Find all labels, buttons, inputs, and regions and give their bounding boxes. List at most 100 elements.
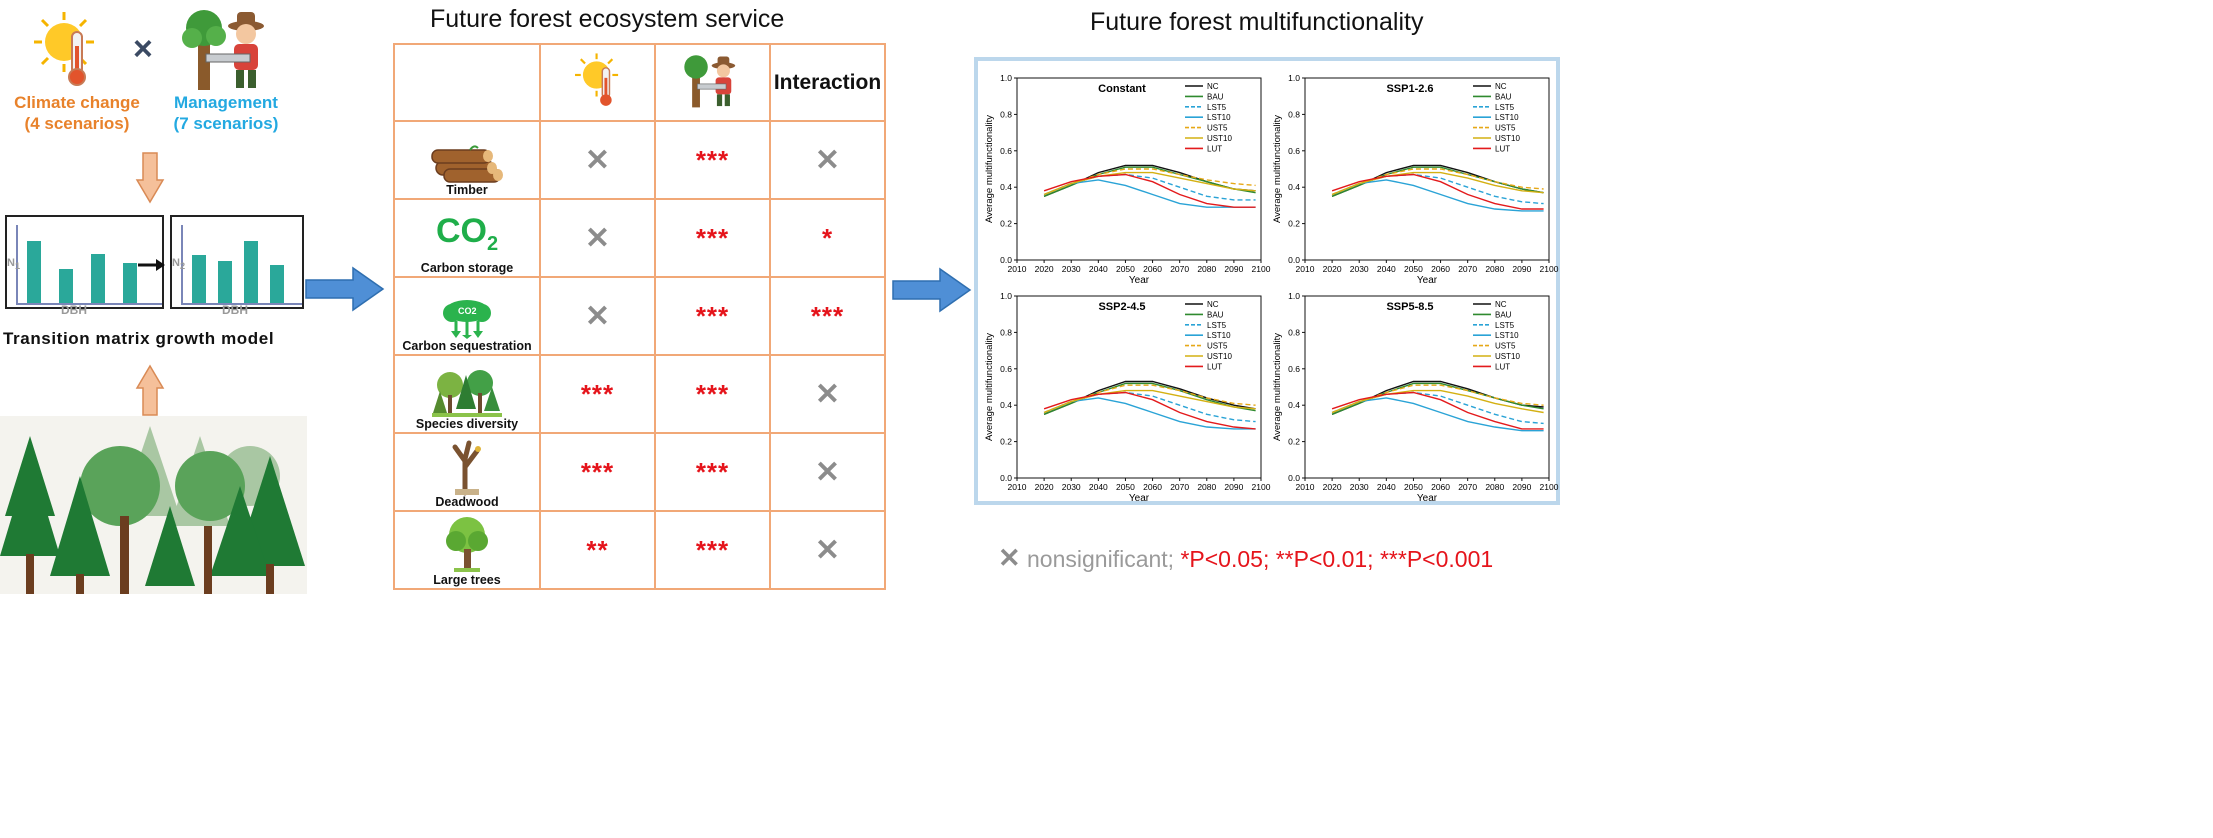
x-tick-label: 2090: [1224, 482, 1243, 492]
y-axis-label: Average multifunctionality: [1272, 333, 1283, 441]
carbon-sequestration-cloud-icon: CO2: [443, 300, 491, 339]
y-tick-label: 0.6: [1000, 146, 1012, 156]
chart-title: SSP2-4.5: [1098, 301, 1145, 313]
x-tick-label: 2040: [1089, 482, 1108, 492]
header-interaction-cell: Interaction: [769, 43, 886, 122]
nonsignificant-x-icon: ✕: [814, 377, 841, 411]
size-class-bar: [270, 265, 284, 303]
legend-label: LST5: [1495, 103, 1515, 112]
legend-p3: ***P<0.001: [1379, 546, 1494, 572]
legend-label: UST5: [1495, 342, 1516, 351]
large-tree-icon: [446, 517, 488, 572]
legend-label: LST10: [1495, 113, 1519, 122]
y-tick-label: 1.0: [1288, 291, 1300, 301]
table-header-row: Interaction: [393, 43, 886, 122]
series-line-ust10: [1331, 171, 1544, 196]
y-tick-label: 0.4: [1288, 182, 1300, 192]
service-name: Species diversity: [415, 417, 519, 431]
legend-label: UST10: [1495, 352, 1520, 361]
x-tick-label: 2100: [1252, 482, 1271, 492]
x-tick-label: 2070: [1170, 264, 1189, 274]
x-tick-label: 2080: [1485, 264, 1504, 274]
y-tick-label: 0.6: [1288, 146, 1300, 156]
size-class-bar: [218, 261, 232, 303]
y-tick-label: 0.6: [1000, 364, 1012, 374]
size-class-bar: [123, 263, 137, 303]
flow-arrow-icon: [892, 267, 972, 313]
significance-stars: ***: [695, 144, 730, 175]
legend-p1: *P<0.05;: [1180, 546, 1270, 572]
service-name: Timber: [446, 183, 488, 197]
legend-label: LST5: [1207, 321, 1227, 330]
legend-label: NC: [1495, 300, 1507, 309]
size-class-bar: [192, 255, 206, 303]
series-line-lut: [1043, 173, 1256, 208]
climate-effect-cell: ✕: [539, 198, 656, 278]
x-tick-label: 2060: [1143, 482, 1162, 492]
management-effect-cell: ***: [654, 198, 771, 278]
nonsignificant-x-icon: ✕: [998, 543, 1021, 573]
chart-title: SSP5-8.5: [1386, 301, 1433, 313]
down-arrow-icon: [135, 152, 165, 204]
axis-x-label: DBH: [222, 303, 248, 317]
x-tick-label: 2070: [1458, 482, 1477, 492]
series-line-lst10: [1043, 397, 1256, 430]
series-line-lst5: [1331, 391, 1544, 425]
legend-label: UST10: [1207, 352, 1232, 361]
y-tick-label: 0.8: [1288, 109, 1300, 119]
legend-label: UST5: [1207, 124, 1228, 133]
series-line-lst10: [1331, 397, 1544, 432]
multifunctionality-frame: [974, 57, 1560, 505]
model-label: Transition matrix growth model: [3, 329, 275, 348]
y-tick-label: 0.2: [1000, 219, 1012, 229]
x-tick-label: 2100: [1540, 482, 1559, 492]
x-tick-label: 2030: [1350, 264, 1369, 274]
climate-effect-cell: ✕: [539, 120, 656, 200]
significance-stars: ***: [695, 378, 730, 409]
multifunctionality-title: Future forest multifunctionality: [1090, 8, 1424, 36]
forester-tree-icon: [182, 10, 264, 90]
legend-label: BAU: [1495, 92, 1512, 101]
series-line-lst10: [1331, 179, 1544, 212]
times-icon: ×: [133, 30, 153, 68]
legend-label: LST10: [1495, 331, 1519, 340]
x-tick-label: 2010: [1296, 264, 1315, 274]
y-tick-label: 0.4: [1288, 400, 1300, 410]
legend-label: NC: [1207, 300, 1219, 309]
significance-stars: ***: [580, 456, 615, 487]
header-climate-cell: [539, 43, 656, 122]
series-line-ust5: [1043, 384, 1256, 414]
interaction-effect-cell: ✕: [769, 432, 886, 512]
x-tick-label: 2020: [1035, 264, 1054, 274]
series-line-lut: [1331, 391, 1544, 430]
legend-nonsignificant: nonsignificant;: [1027, 546, 1175, 572]
climate-effect-cell: ***: [539, 354, 656, 434]
legend-label: LST5: [1495, 321, 1515, 330]
interaction-effect-cell: ✕: [769, 120, 886, 200]
series-line-lst5: [1043, 173, 1256, 201]
svg-text:CO2: CO2: [458, 306, 477, 316]
nonsignificant-x-icon: ✕: [584, 143, 611, 177]
legend-label: NC: [1495, 82, 1507, 91]
y-tick-label: 0.2: [1000, 437, 1012, 447]
management-effect-cell: ***: [654, 510, 771, 590]
series-line-ust5: [1331, 168, 1544, 196]
legend-label: BAU: [1207, 92, 1224, 101]
nonsignificant-x-icon: ✕: [584, 299, 611, 333]
x-tick-label: 2020: [1323, 264, 1342, 274]
header-management-cell: [654, 43, 771, 122]
x-tick-label: 2050: [1116, 482, 1135, 492]
significance-legend: ✕ nonsignificant; *P<0.05; **P<0.01; ***…: [998, 543, 1493, 574]
x-tick-label: 2030: [1350, 482, 1369, 492]
y-tick-label: 0.2: [1288, 437, 1300, 447]
management-effect-cell: ***: [654, 120, 771, 200]
x-tick-label: 2080: [1197, 482, 1216, 492]
size-class-bar: [244, 241, 258, 303]
legend-label: LST10: [1207, 331, 1231, 340]
